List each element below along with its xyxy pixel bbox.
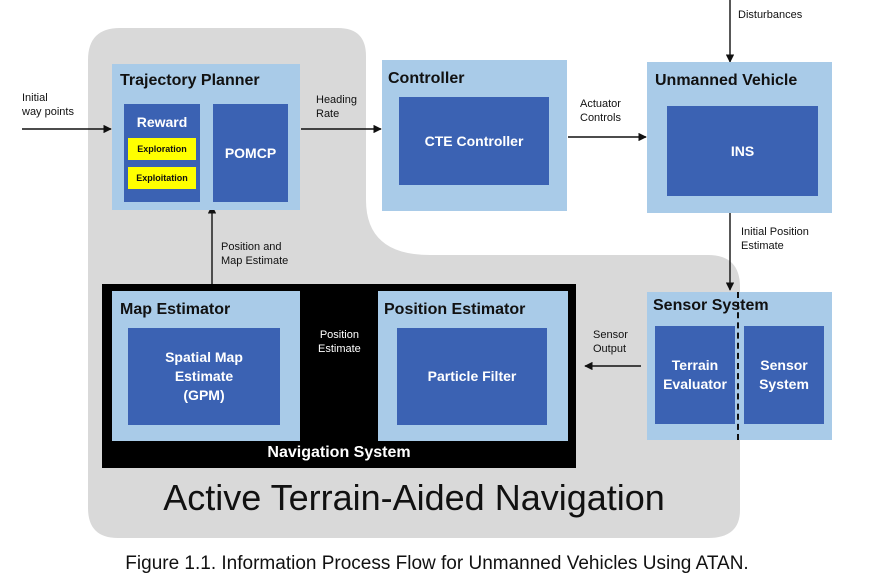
navigation-system-label: Navigation System	[267, 444, 411, 461]
sensor-output-label: Sensor Output	[593, 328, 628, 356]
disturbances-label: Disturbances	[738, 9, 803, 21]
spatial-map-line2: Estimate	[174, 368, 234, 384]
position-estimate-line2: Estimate	[318, 343, 361, 355]
initial-position-label: Initial Position Estimate	[741, 225, 809, 253]
particle-filter-block: Particle Filter	[397, 328, 547, 425]
spatial-map-line1: Spatial Map	[165, 349, 243, 365]
unmanned-vehicle-panel: Unmanned Vehicle INS	[647, 62, 832, 213]
spatial-map-line3: (GPM)	[183, 387, 225, 403]
heading-rate-line2: Rate	[316, 108, 340, 120]
initial-position-line1: Initial Position	[741, 226, 809, 238]
unmanned-vehicle-title: Unmanned Vehicle	[655, 72, 798, 89]
initial-position-line2: Estimate	[741, 240, 784, 252]
cte-controller-block: CTE Controller	[399, 97, 549, 185]
trajectory-planner-title: Trajectory Planner	[120, 72, 260, 89]
sensor-output-line1: Sensor	[593, 329, 628, 341]
sensor-system-line2: System	[759, 376, 809, 392]
controller-title: Controller	[388, 70, 465, 87]
actuator-controls-line2: Controls	[580, 112, 621, 124]
terrain-evaluator-line1: Terrain	[671, 357, 719, 373]
actuator-controls-line1: Actuator	[580, 98, 621, 110]
exploitation-tag: Exploitation	[128, 167, 196, 189]
position-estimator-title: Position Estimator	[384, 301, 526, 318]
atan-title: Active Terrain-Aided Navigation	[163, 477, 665, 518]
position-estimate-line1: Position	[319, 329, 359, 341]
reward-label: Reward	[136, 114, 188, 130]
initial-waypoints-line2: way points	[22, 106, 74, 118]
position-map-line2: Map Estimate	[221, 255, 289, 267]
terrain-evaluator-block: Terrain Evaluator	[655, 326, 735, 424]
spatial-map-block: Spatial Map Estimate (GPM)	[128, 328, 280, 425]
sensor-system-panel: Sensor System Terrain Evaluator Sensor S…	[647, 292, 832, 440]
ins-block: INS	[667, 106, 818, 196]
initial-waypoints-line1: Initial	[22, 92, 48, 104]
trajectory-planner-panel: Trajectory Planner Reward Exploration Ex…	[112, 64, 300, 210]
reward-block: Reward Exploration Exploitation	[124, 104, 200, 202]
exploration-tag: Exploration	[128, 138, 196, 160]
map-estimator-title: Map Estimator	[120, 301, 231, 318]
terrain-evaluator-line2: Evaluator	[663, 376, 727, 392]
sensor-system-title: Sensor System	[653, 297, 769, 314]
sensor-divider	[737, 292, 739, 440]
position-map-estimate-label: Position and Map Estimate	[221, 240, 288, 268]
controller-panel: Controller CTE Controller	[382, 60, 567, 211]
sensor-output-line2: Output	[593, 343, 627, 355]
map-estimator-panel: Map Estimator Spatial Map Estimate (GPM)	[112, 291, 300, 441]
position-map-line1: Position and	[221, 241, 282, 253]
sensor-system-line1: Sensor	[760, 357, 808, 373]
sensor-system-block: Sensor System	[744, 326, 824, 424]
heading-rate-line1: Heading	[316, 94, 357, 106]
actuator-controls-label: Actuator Controls	[580, 97, 621, 125]
pomcp-block: POMCP	[213, 104, 288, 202]
position-estimate-label: Position Estimate	[318, 328, 361, 356]
position-estimator-panel: Position Estimator Particle Filter	[378, 291, 568, 441]
initial-waypoints-label: Initial way points	[22, 91, 74, 119]
navigation-system-panel: Map Estimator Spatial Map Estimate (GPM)…	[102, 284, 576, 468]
heading-rate-label: Heading Rate	[316, 93, 357, 121]
figure-caption: Figure 1.1. Information Process Flow for…	[125, 553, 749, 574]
